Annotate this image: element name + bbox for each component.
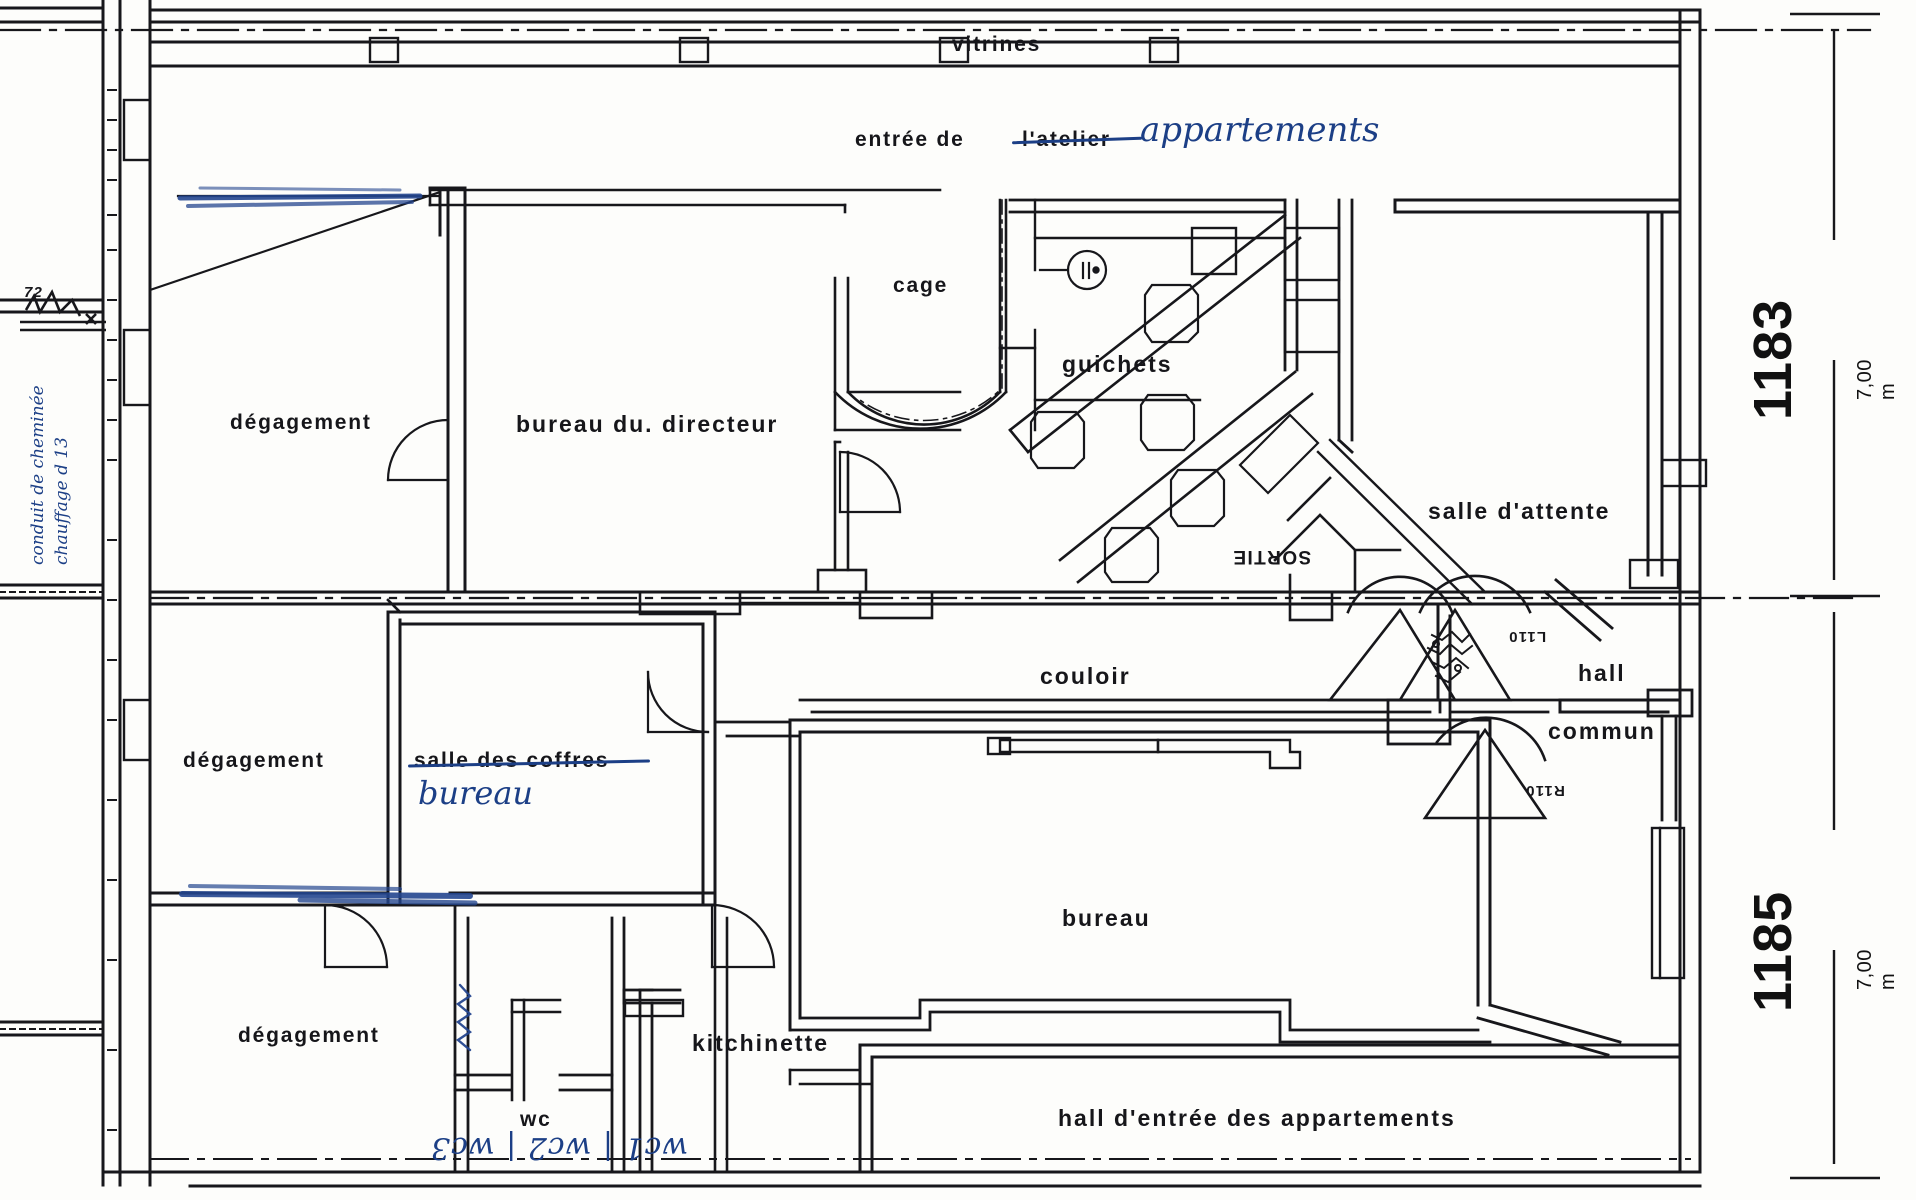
coffres-top-stub <box>386 590 962 620</box>
parcel-number-1183: 1183 <box>1743 298 1803 420</box>
door-swing-kitchinette <box>710 903 776 969</box>
wc-partition-mid <box>510 998 562 1102</box>
room-label-degagement-2: dégagement <box>183 749 325 772</box>
teller-desk-2 <box>1139 393 1196 452</box>
left-exterior-hatch <box>0 591 104 1030</box>
left-margin-mark <box>20 289 106 332</box>
room-label-salle-attente: salle d'attente <box>1428 498 1611 524</box>
teller-desk-4 <box>1169 468 1226 528</box>
guichets-counter-diagonal <box>1008 213 1302 454</box>
guichets-service-wall <box>998 198 1037 432</box>
label-sortie: SORTIE <box>1232 546 1312 567</box>
handwriting-bureau: bureau <box>418 774 534 812</box>
left-boundary-wall <box>101 0 152 1187</box>
cage-pier <box>816 440 868 594</box>
parcel-dimension-1185: 7,00 m <box>1854 949 1899 990</box>
teller-desk-6 <box>1103 526 1160 584</box>
room-label-wc: wc <box>520 1108 552 1131</box>
door-swing-degagement-1 <box>386 418 450 482</box>
room-label-degagement-1: dégagement <box>230 411 372 434</box>
room-label-couloir: couloir <box>1040 663 1131 689</box>
door-swing-cage <box>838 450 902 514</box>
kitchinette-walls <box>638 988 654 1174</box>
handwriting-wc-list: wc1 | wc2 | wc3 <box>430 1130 689 1165</box>
kitchinette-counter <box>623 998 685 1018</box>
room-label-kitchinette: kitchinette <box>692 1030 830 1056</box>
bureau-right-diagonal <box>1476 1003 1622 1057</box>
room-label-cage: cage <box>893 274 949 297</box>
door-tag-r110: R110 <box>1525 782 1565 799</box>
counter-post-icon <box>1038 249 1108 291</box>
facade-top-wall <box>148 8 1702 24</box>
hall-commun-right-window <box>1650 826 1686 980</box>
chimney-block <box>122 98 152 762</box>
cage-dashed-guide <box>858 199 1003 422</box>
room-label-bureau-directeur: bureau du. directeur <box>516 411 779 437</box>
guichets-back-partition <box>1033 236 1287 402</box>
teller-desk-1 <box>1143 283 1200 344</box>
salle-attente-window <box>1628 558 1680 590</box>
handwriting-appartements: appartements <box>1140 110 1380 150</box>
bottom-boundary <box>101 1170 1702 1188</box>
bureau-top-corridor-wall <box>713 720 802 738</box>
door-swing-degagement-2 <box>323 903 389 969</box>
bureau-furniture-desk <box>986 736 1302 770</box>
bureau-walls <box>788 718 1492 1032</box>
kitchinette-partition <box>713 903 729 1174</box>
vitrine-mullion <box>368 36 1180 64</box>
cage-lower-wall <box>833 428 962 444</box>
label-entree-prefix: entrée de <box>855 128 965 151</box>
upper-inner-wall <box>428 188 942 214</box>
room-label-hall: hall <box>1578 660 1626 686</box>
degagement-bureau-partition <box>446 188 467 594</box>
guichets-right-wall <box>1337 198 1354 454</box>
hall-commun-right-jamb <box>1646 688 1694 822</box>
bureau-step-out <box>788 998 1492 1044</box>
parcel-dimension-1183: 7,00 m <box>1854 359 1899 400</box>
hall-commun-diagonal-upper <box>1543 578 1614 642</box>
left-margin-mark-label: 72 <box>24 284 44 301</box>
cage-stairwell <box>833 198 1008 432</box>
teller-desk-3 <box>1029 410 1086 470</box>
right-wall-window-marks <box>1660 458 1708 488</box>
salle-attente-walls <box>1393 198 1682 577</box>
couloir-lower-wall <box>798 698 1442 714</box>
stair-steps-hatch <box>1426 630 1474 684</box>
hall-entree-stub <box>788 1068 874 1086</box>
teller-desk-5 <box>1238 413 1320 495</box>
shopfront-wall <box>148 40 1682 68</box>
sortie-vestibule <box>1273 476 1402 622</box>
room-label-vitrines: vitrines <box>952 33 1042 56</box>
hall-entree-walls <box>858 1043 1682 1174</box>
parcel-number-1185: 1185 <box>1743 890 1803 1012</box>
hall-commun-inner-corner <box>1386 698 1562 746</box>
room-label-commun: commun <box>1548 718 1656 744</box>
back-office-boxes <box>1190 226 1341 354</box>
degagement-top-stub <box>428 186 467 237</box>
guichets-counter-lower <box>1058 370 1314 584</box>
room-label-degagement-3: dégagement <box>238 1024 380 1047</box>
salle-attente-diagonal <box>1316 438 1487 606</box>
room-label-bureau: bureau <box>1062 905 1151 931</box>
blue-highlight-marks <box>177 186 478 1052</box>
door-swing-coffres <box>646 670 710 734</box>
room-label-guichets: guichets <box>1062 351 1173 377</box>
wc-block-walls <box>453 903 682 1174</box>
handwriting-left-note-1: conduit de cheminée <box>28 385 48 565</box>
hall-commun-walls <box>1436 602 1682 714</box>
handwriting-left-note-2: chauffage d 13 <box>52 437 72 565</box>
room-label-hall-entree-appartements: hall d'entrée des appartements <box>1058 1105 1456 1131</box>
dimension-lines <box>1790 12 1880 1180</box>
left-wall-hatch <box>107 89 117 1131</box>
left-exterior-stub <box>0 6 105 1037</box>
door-tag-l110: L110 <box>1508 628 1547 645</box>
